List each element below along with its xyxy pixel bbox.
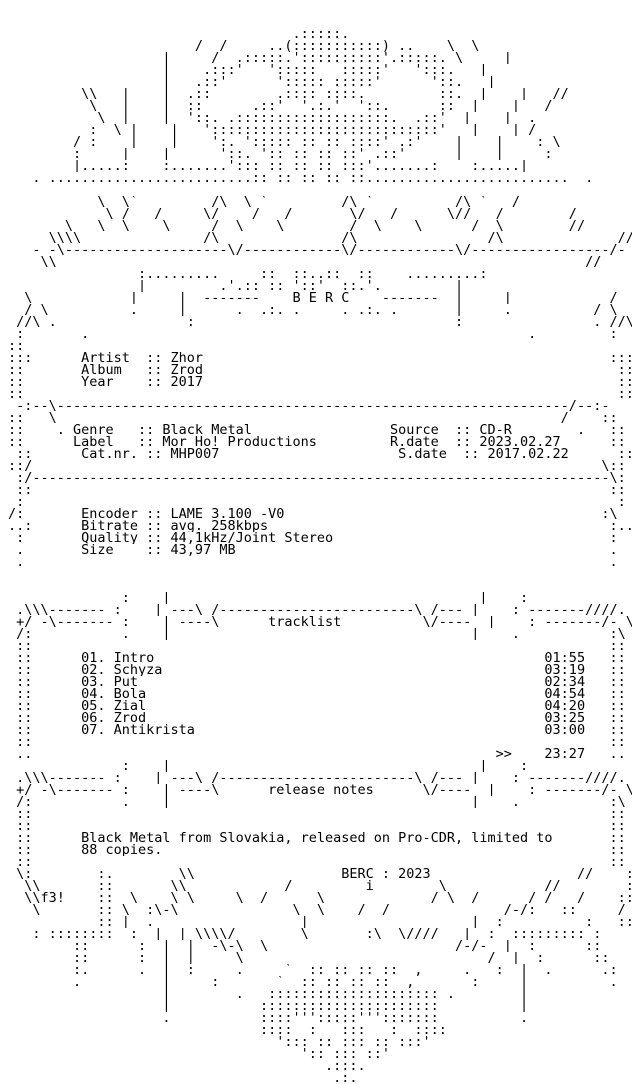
nfo-line: | . ::::::::::::::::::::: . | [8, 988, 529, 1000]
nfo-line: :: Label :: Mor Ho! Productions R.date :… [8, 436, 626, 448]
nfo-line: | .:::' '::::: :::::' ':::. | [8, 64, 488, 76]
nfo-line: : | | '::. ':: :: :: ::' .::' | | : [8, 148, 553, 160]
nfo-line: \: :. \\_ ___________ BERC : 2023 ______… [8, 868, 632, 880]
nfo-line: \\f3! :: \___ \ \__ __\ _/ ____ \_______… [8, 892, 632, 904]
nfo-line: -:--\-----------------------------------… [8, 400, 610, 412]
nfo-line: :......... :: ::..:: :: .........: [8, 268, 488, 280]
nfo-line: : \ | | '::::::::::::::::::::::::::::' |… [8, 124, 537, 136]
nfo-line: :: :: [8, 856, 626, 868]
nfo-line: | / .:::::.'::::::::::'.:::::. \ | [8, 52, 512, 64]
nfo-line: /_\ . | . .:. . . .:. . | . /_\ [8, 304, 618, 316]
nfo-line: :: Black Metal from Slovakia, released o… [8, 832, 626, 844]
nfo-line: /: . | | . :\ [8, 796, 626, 808]
nfo-line: ____\ / /__ \/__ / /_____ \/ /__ \// /__… [8, 208, 618, 220]
nfo-line: .. >> 23:27 .. [8, 748, 626, 760]
nfo-line: :: ______ :: [8, 736, 626, 748]
nfo-line: :: :: [8, 820, 626, 832]
nfo-line: :: 04. Bola 04:54 :: [8, 688, 626, 700]
nfo-line: :. . | : . ` :: :: :: :: , . : | . .: [8, 964, 618, 976]
nfo-line: :: :: [8, 808, 626, 820]
nfo-line: :::: : ::: : :::: [8, 1024, 447, 1036]
nfo-line: ___/ / ..(:::::::::::) .. \ \___ [8, 40, 504, 52]
nfo-line: .\\\------- : | ---\ /------------------… [8, 772, 626, 784]
nfo-line: /: . | | . :\ [8, 628, 626, 640]
nfo-line: +/ -\------- : | ----\ release notes \/-… [8, 784, 632, 796]
nfo-line: |.....: :.......'::: :: :: :: :::'......… [8, 160, 529, 172]
nfo-line: _\________ | | ------- B E R C ------- |… [8, 292, 626, 304]
nfo-line: :: __ _ _ __ :: [8, 388, 632, 400]
nfo-line: ':: ::: ::' [8, 1048, 391, 1060]
nfo-line: '::: :: ::: :: :::' [8, 1036, 431, 1048]
nfo-line: \ :: \ :\-\______________\__\____/__/___… [8, 904, 626, 916]
nfo-line: .:::. [8, 1060, 366, 1072]
nfo-line: +/ -\------- : | ----\ tracklist \/---- … [8, 616, 632, 628]
nfo-line: ::/ \:: [8, 460, 626, 472]
nfo-line: ::: Artist :: Zhor ::: [8, 352, 632, 364]
nfo-line: :: 06. Zrod 03:25 :: [8, 712, 626, 724]
nfo-line: :: 05. Zial 04:20 :: [8, 700, 626, 712]
nfo-line: :: : | | -\-\__\_______________________/… [8, 940, 602, 952]
nfo-line: . .........................:: :: :: :: :… [8, 172, 594, 184]
nfo-line: \ | | '::. .:::::::::::::::::::. .::' | … [8, 112, 537, 124]
nfo-line: | :::::::::::::::::::::: | [8, 1000, 529, 1012]
nfo-line: ..: Bitrate :: avg. 258kbps :.. [8, 520, 632, 532]
nfo-line: _:: Cat.nr. :: MHP007 S.date :: 2017.02.… [8, 448, 632, 460]
nfo-line: \\ | | .:: .:::: ::::. ::. | | // [8, 88, 569, 100]
nfo-line: .\\\------- : | ---\ /------------------… [8, 604, 626, 616]
nfo-line: :: 02. Schyza 03:19 :: [8, 664, 626, 676]
nfo-line: _ _______ _ .:::::. _ _______ _ [8, 28, 488, 40]
nfo-line: _ _ \ \__\____\_____/ \____\________/ \_… [8, 220, 632, 232]
nfo-line: . | : ` :: :: :: :: , : | . [8, 976, 618, 988]
nfo-line: :: [8, 340, 33, 352]
nfo-line: :: 88 copies. :: [8, 844, 626, 856]
nfo-line: : : [8, 496, 626, 508]
nfo-line: :: :: [8, 484, 626, 496]
nfo-line: :: \ / :: [8, 412, 618, 424]
nfo-line: \\______________________________________… [8, 256, 602, 268]
nfo-line: /: Encoder :: LAME 3.100 -V0 :\ [8, 508, 618, 520]
nfo-line: :: Album :: Zrod :: [8, 364, 632, 376]
nfo-line: :: Year :: 2017 :: [8, 376, 632, 388]
nfo-line: //\ . : : . //\ [8, 316, 632, 328]
nfo-line: . . [8, 556, 618, 568]
nfo-line: _ ______ | .::' '::::: :::::' '::. | ___… [8, 76, 602, 88]
nfo-line: ___/ : | | ':. '::::: :: :: ::::' .:' | … [8, 136, 586, 148]
nfo-line: \ | | :: .::' '.:.' '::. :: | | / [8, 100, 553, 112]
nfo-line [8, 184, 632, 196]
nfo-line: :: 01. Intro 01:55 :: [8, 652, 626, 664]
nfo-line: ___ _ | .'.:: :: '::' ::.'. | _ ___ [8, 280, 569, 292]
nfo-line: _ ___\ \` __ /\ \ ` ______/\ ` __ /\ ` /… [8, 196, 602, 208]
nfo-line: __ __ _ : | __ _ ____ _ _____ ____ _ __ … [8, 592, 618, 604]
nfo-text-block: _ _______ _ .:::::. _ _______ _ ___/ / .… [8, 28, 632, 1084]
nfo-line: : Quality :: 44,1kHz/Joint Stereo : [8, 532, 618, 544]
nfo-line [8, 580, 632, 592]
nfo-line: .:. [8, 1072, 358, 1084]
nfo-line: :: | . ___________ | | :__________: :: [8, 916, 632, 928]
nfo-line: :: . Genre :: Black Metal Source :: CD-R… [8, 424, 626, 436]
nfo-line: :: 07. Antikrista 03:00 :: [8, 724, 626, 736]
nfo-line: :: : | | \______________________________… [8, 952, 610, 964]
nfo-line: :/--------------------------------------… [8, 472, 626, 484]
nfo-line [8, 568, 632, 580]
nfo-line: . Size :: 43,97 MB . [8, 544, 618, 556]
nfo-line: - -\--------------------\/------------\/… [8, 244, 632, 256]
nfo-line: . ::::''':::::'''::::::: . [8, 1012, 529, 1024]
nfo-line: :: :: [8, 640, 626, 652]
nfo-line: \\\\_______________/\_______________/\__… [8, 232, 632, 244]
nfo-line: : . . : [8, 328, 618, 340]
nfo-line: :: 03. Put 02:34 :: [8, 676, 626, 688]
nfo-line: __ __ _ : | __ _ ____ _ _____ ____ _ __ … [8, 760, 618, 772]
nfo-line: : :::::::: : | | \\\\/ ______\______ :\ … [8, 928, 602, 940]
nfo-line: __\\___ :: _____\\____ ___/ ________i___… [8, 880, 632, 892]
